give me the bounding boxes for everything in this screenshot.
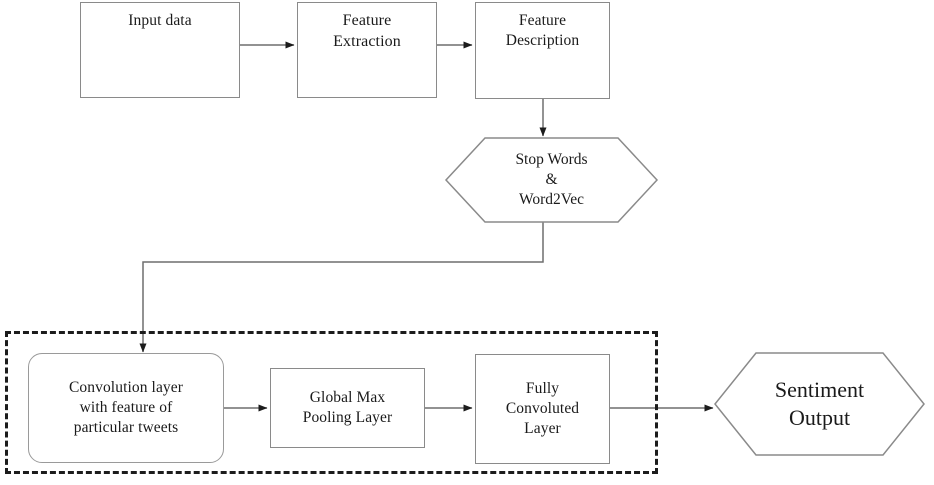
node-global-max-pooling-label: Global Max Pooling Layer [302, 388, 393, 426]
node-sentiment-output[interactable]: Sentiment Output [714, 352, 925, 456]
node-input-data-label: Input data [128, 12, 192, 29]
node-stop-words-label: Stop Words & Word2Vec [515, 151, 588, 208]
node-convolution-layer[interactable]: Convolution layer with feature of partic… [28, 353, 224, 463]
node-fully-convoluted-layer-label: Fully Convoluted Layer [505, 379, 580, 438]
sentiment-output-hexagon-shape [714, 352, 925, 456]
node-input-data[interactable]: Input data [80, 2, 240, 98]
node-fully-convoluted-layer[interactable]: Fully Convoluted Layer [475, 354, 610, 464]
edge-stopwords-to-convolution [139, 222, 544, 353]
node-global-max-pooling[interactable]: Global Max Pooling Layer [270, 368, 425, 448]
node-convolution-layer-label: Convolution layer with feature of partic… [68, 378, 184, 437]
node-feature-extraction[interactable]: Feature Extraction [297, 2, 437, 98]
node-feature-description[interactable]: Feature Description [475, 2, 610, 99]
node-feature-extraction-label: Feature Extraction [333, 12, 401, 50]
node-sentiment-output-label: Sentiment Output [774, 376, 865, 430]
node-feature-description-label: Feature Description [505, 12, 580, 50]
cnn-group-boundary [5, 331, 658, 474]
stop-words-hexagon-shape [444, 137, 659, 223]
node-stop-words[interactable]: Stop Words & Word2Vec [444, 137, 659, 223]
